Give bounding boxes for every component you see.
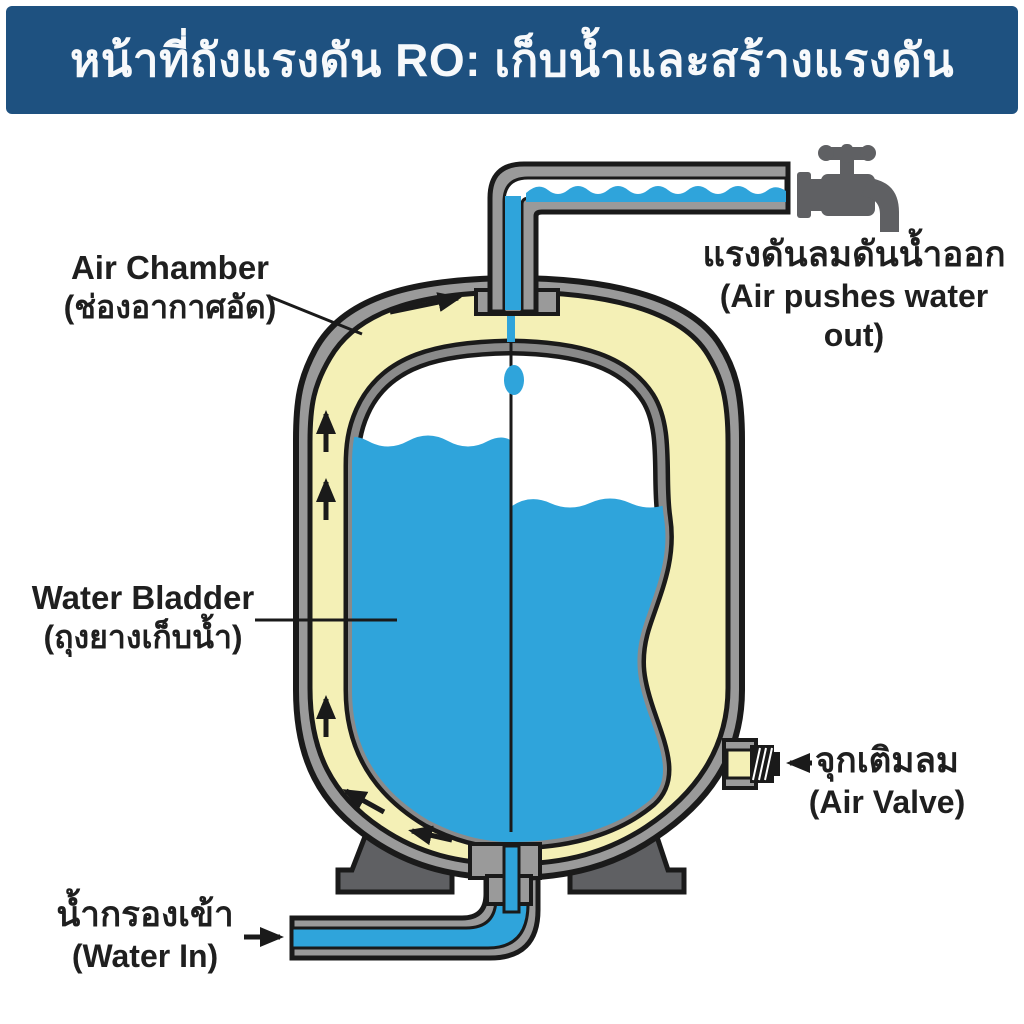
faucet-icon [797, 144, 899, 232]
label-water-in-en: (Water In) [71, 937, 219, 974]
label-air-pushes-th: แรงดันลมดันน้ำออก [702, 235, 1006, 274]
label-air-chamber: Air Chamber (ช่องอากาศอัด) [30, 248, 310, 327]
air-chamber-leader-line [267, 294, 363, 336]
dip-tube-stream [507, 312, 515, 342]
outlet-pipe-water [526, 186, 786, 202]
label-water-bladder: Water Bladder (ถุงยางเก็บน้ำ) [18, 578, 268, 657]
header-bar: หน้าที่ถังแรงดัน RO: เก็บน้ำและสร้างแรงด… [6, 6, 1018, 114]
label-air-valve-th: จุกเติมลม [815, 741, 959, 780]
label-air-pushes-water-out: แรงดันลมดันน้ำออก (Air pushes water out) [686, 234, 1022, 355]
outlet-pipe-riser-water [505, 196, 521, 310]
label-water-in: น้ำกรองเข้า (Water In) [40, 894, 250, 976]
air-flow-arrows [316, 292, 462, 846]
label-air-pushes-en: (Air pushes water out) [719, 277, 989, 353]
page-title: หน้าที่ถังแรงดัน RO: เก็บน้ำและสร้างแรงด… [69, 33, 955, 86]
label-air-chamber-th: (ช่องอากาศอัด) [63, 289, 277, 326]
air-valve-icon [722, 738, 780, 790]
label-air-valve-en: (Air Valve) [808, 783, 966, 820]
label-water-in-th: น้ำกรองเข้า [56, 895, 234, 934]
label-water-bladder-th: (ถุงยางเก็บน้ำ) [43, 619, 243, 656]
bottom-fitting-tube-water [502, 844, 521, 914]
water-level-left [352, 435, 512, 842]
label-air-chamber-en: Air Chamber [70, 249, 270, 286]
water-droplet [504, 365, 524, 395]
label-air-valve: จุกเติมลม (Air Valve) [792, 740, 982, 822]
label-water-bladder-en: Water Bladder [31, 579, 255, 616]
